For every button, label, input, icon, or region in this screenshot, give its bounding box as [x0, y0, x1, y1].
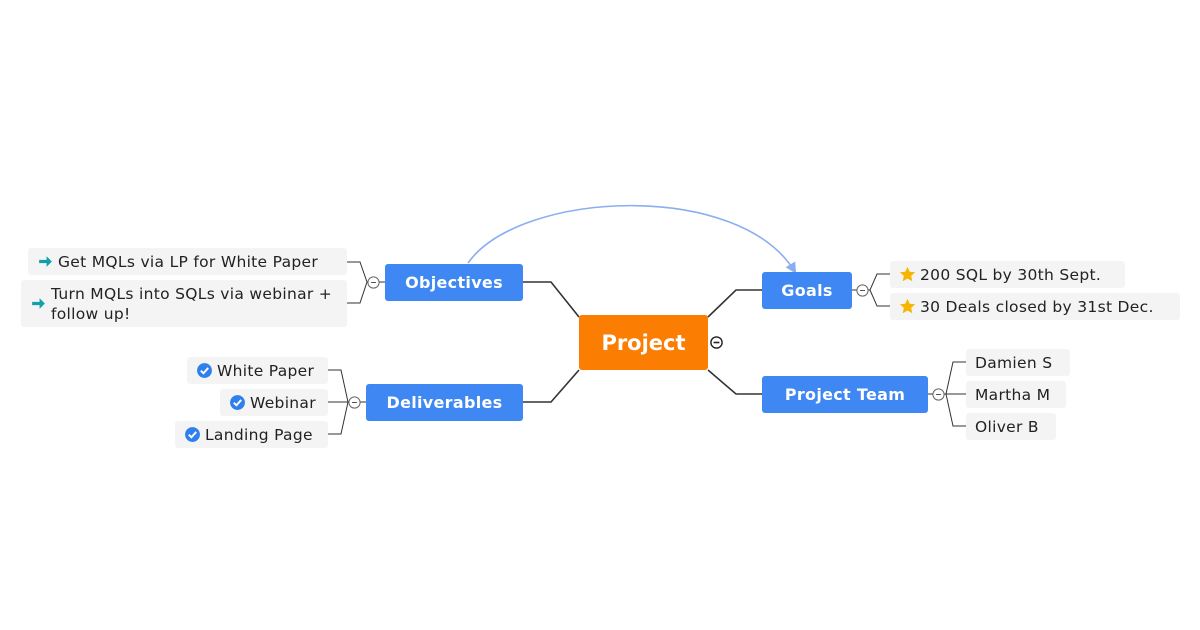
- connector-deliverables: [522, 369, 580, 403]
- main-topic-label: Project Team: [784, 385, 906, 404]
- main-topic-label: Goals: [781, 281, 833, 300]
- subtopic-team-member-1[interactable]: Damien S: [966, 349, 1070, 376]
- subtopic-label: Get MQLs via LP for White Paper: [58, 252, 319, 271]
- connector-team: [707, 369, 762, 395]
- subtopic-label: Webinar: [250, 393, 316, 412]
- subtopic-label: 200 SQL by 30th Sept.: [920, 265, 1102, 284]
- connector-goals: [707, 289, 762, 318]
- subtopic-deliverable-1[interactable]: White Paper: [187, 357, 328, 384]
- main-topic-objectives[interactable]: Objectives: [385, 264, 523, 301]
- subtopic-objective-1[interactable]: Get MQLs via LP for White Paper: [28, 248, 347, 275]
- subtopic-goal-1[interactable]: 200 SQL by 30th Sept.: [890, 261, 1125, 288]
- subtopic-label: Landing Page: [205, 425, 313, 444]
- central-topic-label: Project: [601, 330, 686, 355]
- goals-collapse-icon[interactable]: [856, 284, 869, 297]
- subtopic-label: Damien S: [975, 353, 1053, 372]
- connector-objectives: [522, 281, 580, 318]
- arrow-right-icon: [37, 253, 54, 270]
- deliverables-collapse-icon[interactable]: [348, 396, 361, 409]
- subtopic-deliverable-3[interactable]: Landing Page: [175, 421, 328, 448]
- check-icon: [196, 362, 213, 379]
- subtopic-objective-2[interactable]: Turn MQLs into SQLs via webinar + follow…: [21, 280, 347, 327]
- main-topic-label: Objectives: [405, 273, 503, 292]
- subtopic-label: 30 Deals closed by 31st Dec.: [920, 297, 1154, 316]
- main-topic-label: Deliverables: [386, 393, 503, 412]
- objectives-collapse-icon[interactable]: [367, 276, 380, 289]
- central-topic[interactable]: Project: [579, 315, 708, 370]
- check-icon: [229, 394, 246, 411]
- arrow-right-icon: [30, 295, 47, 312]
- relationship-arrow: [467, 204, 797, 274]
- central-collapse-icon[interactable]: [710, 336, 723, 349]
- subtopic-label: Martha M: [975, 385, 1051, 404]
- subtopic-team-member-2[interactable]: Martha M: [966, 381, 1066, 408]
- team-collapse-icon[interactable]: [932, 388, 945, 401]
- subtopic-label: Turn MQLs into SQLs via webinar + follow…: [51, 284, 333, 323]
- subtopic-label: White Paper: [217, 361, 315, 380]
- subtopic-deliverable-2[interactable]: Webinar: [220, 389, 328, 416]
- subtopic-team-member-3[interactable]: Oliver B: [966, 413, 1056, 440]
- main-topic-deliverables[interactable]: Deliverables: [366, 384, 523, 421]
- check-icon: [184, 426, 201, 443]
- main-topic-project-team[interactable]: Project Team: [762, 376, 928, 413]
- subtopic-label: Oliver B: [975, 417, 1039, 436]
- star-icon: [899, 266, 916, 283]
- main-topic-goals[interactable]: Goals: [762, 272, 852, 309]
- star-icon: [899, 298, 916, 315]
- subtopic-goal-2[interactable]: 30 Deals closed by 31st Dec.: [890, 293, 1180, 320]
